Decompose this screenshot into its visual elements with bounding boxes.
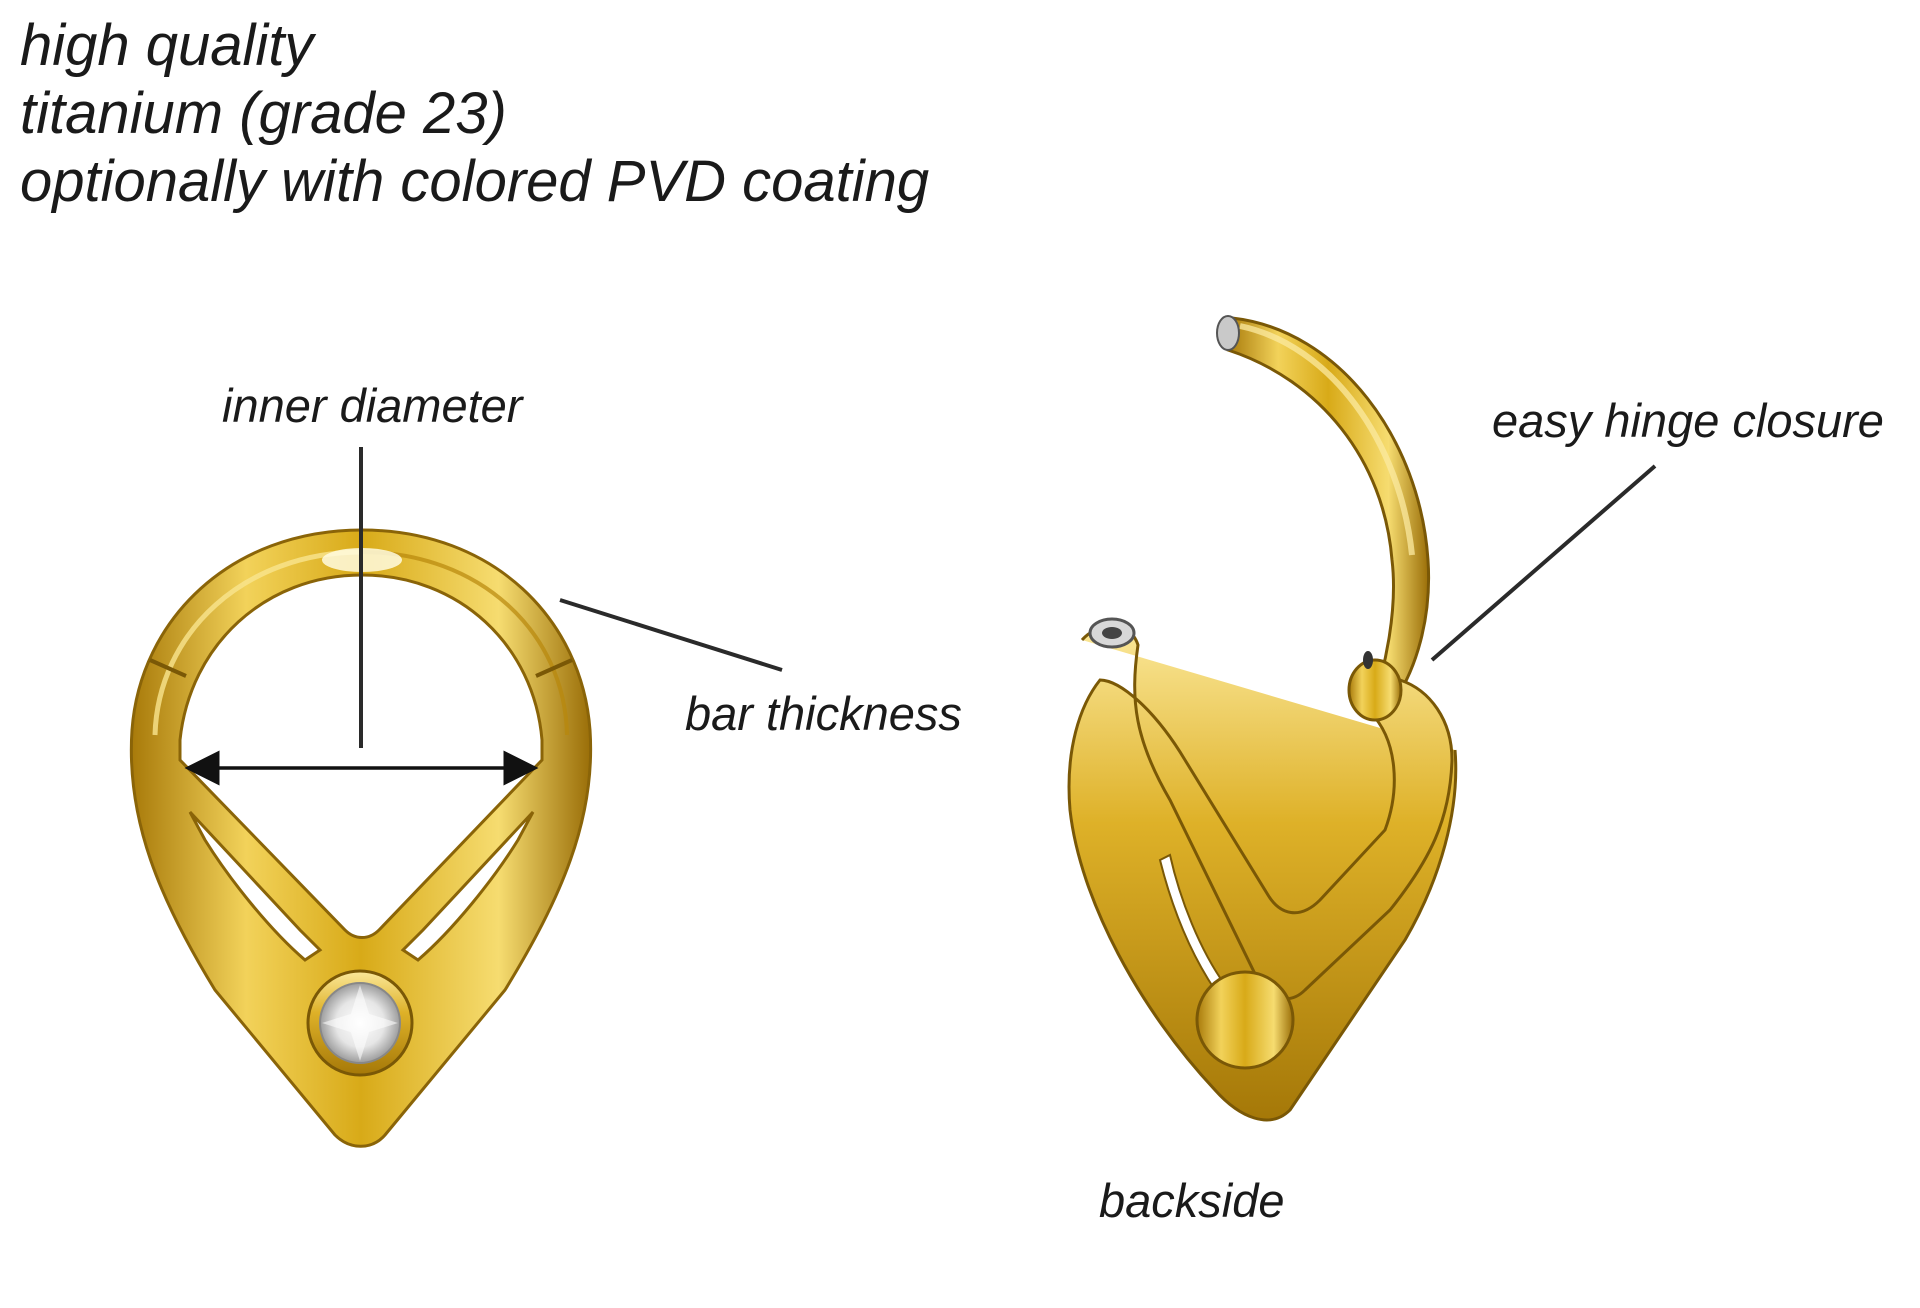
front-view-ring xyxy=(129,528,593,1148)
front-ring-ridge xyxy=(152,549,363,736)
label-inner-diameter: inner diameter xyxy=(222,379,523,432)
back-setting-disc xyxy=(1195,970,1295,1070)
product-features-text: high quality titanium (grade 23) optiona… xyxy=(20,12,929,216)
label-easy-hinge-closure: easy hinge closure xyxy=(1492,394,1884,447)
hinge-knuckle xyxy=(1347,658,1403,722)
front-left-cutout xyxy=(188,810,323,962)
front-ring-body xyxy=(129,528,593,1148)
label-bar-thickness: bar thickness xyxy=(685,687,962,740)
label-backside: backside xyxy=(1099,1174,1285,1227)
front-right-cutout xyxy=(400,810,535,962)
feature-line-coating: optionally with colored PVD coating xyxy=(20,149,930,214)
feature-line-quality: high quality xyxy=(20,13,314,78)
hinge-closure-pointer xyxy=(1430,464,1657,662)
hinge-pin-end xyxy=(1216,315,1240,351)
bar-thickness-pointer xyxy=(559,598,783,672)
feature-line-material: titanium (grade 23) xyxy=(20,81,507,146)
back-view-ring xyxy=(1067,315,1458,1122)
